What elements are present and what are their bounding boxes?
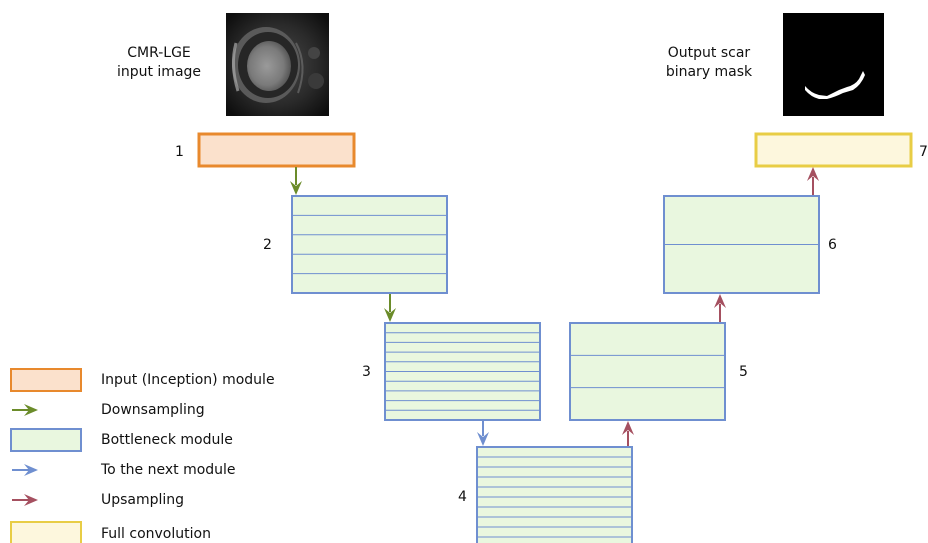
- module-label-6: 6: [828, 237, 837, 253]
- upsampling-arrow-5-6: [714, 294, 726, 322]
- output-caption-line1: Output scar: [667, 45, 751, 61]
- legend-box-2: [10, 428, 82, 452]
- cmr-lge-input-image: [226, 13, 329, 116]
- upsampling-arrow-6-7: [807, 167, 819, 195]
- module-2-box: [291, 195, 448, 294]
- module-1-box: [197, 132, 356, 168]
- output-image-caption: Output scar binary mask: [650, 44, 768, 82]
- legend-label-bottleneck: Bottleneck module: [101, 432, 233, 448]
- module-label-3: 3: [362, 364, 371, 380]
- module-4-box: [476, 446, 633, 543]
- legend-box-0: [10, 368, 82, 392]
- legend-arrow-3: [12, 464, 38, 476]
- output-caption-line2: binary mask: [665, 64, 753, 80]
- module-label-7: 7: [919, 144, 928, 160]
- legend-label-input-module: Input (Inception) module: [101, 372, 275, 388]
- downsampling-arrow-2-3: [384, 294, 396, 322]
- legend-label-downsampling: Downsampling: [101, 402, 205, 418]
- legend-arrow-4: [12, 494, 38, 506]
- input-caption-line1: CMR-LGE: [127, 45, 191, 61]
- module-5-box: [569, 322, 726, 421]
- legend-label-upsampling: Upsampling: [101, 492, 185, 508]
- module-label-4: 4: [458, 489, 467, 505]
- next-module-arrow-3-4: [477, 421, 489, 446]
- upsampling-arrow-4-5: [622, 421, 634, 446]
- input-caption-line2: input image: [116, 64, 202, 80]
- module-label-1: 1: [175, 144, 184, 160]
- output-scar-binary-mask: [783, 13, 884, 116]
- legend-label-full-convolution: Full convolution: [101, 526, 211, 542]
- module-label-2: 2: [263, 237, 272, 253]
- legend-label-next-module: To the next module: [101, 462, 236, 478]
- module-7-box: [754, 132, 913, 168]
- legend-box-5: [10, 521, 82, 543]
- downsampling-arrow-1-2: [290, 167, 302, 195]
- input-image-caption: CMR-LGE input image: [100, 44, 218, 82]
- legend-arrow-1: [12, 404, 38, 416]
- module-label-5: 5: [739, 364, 748, 380]
